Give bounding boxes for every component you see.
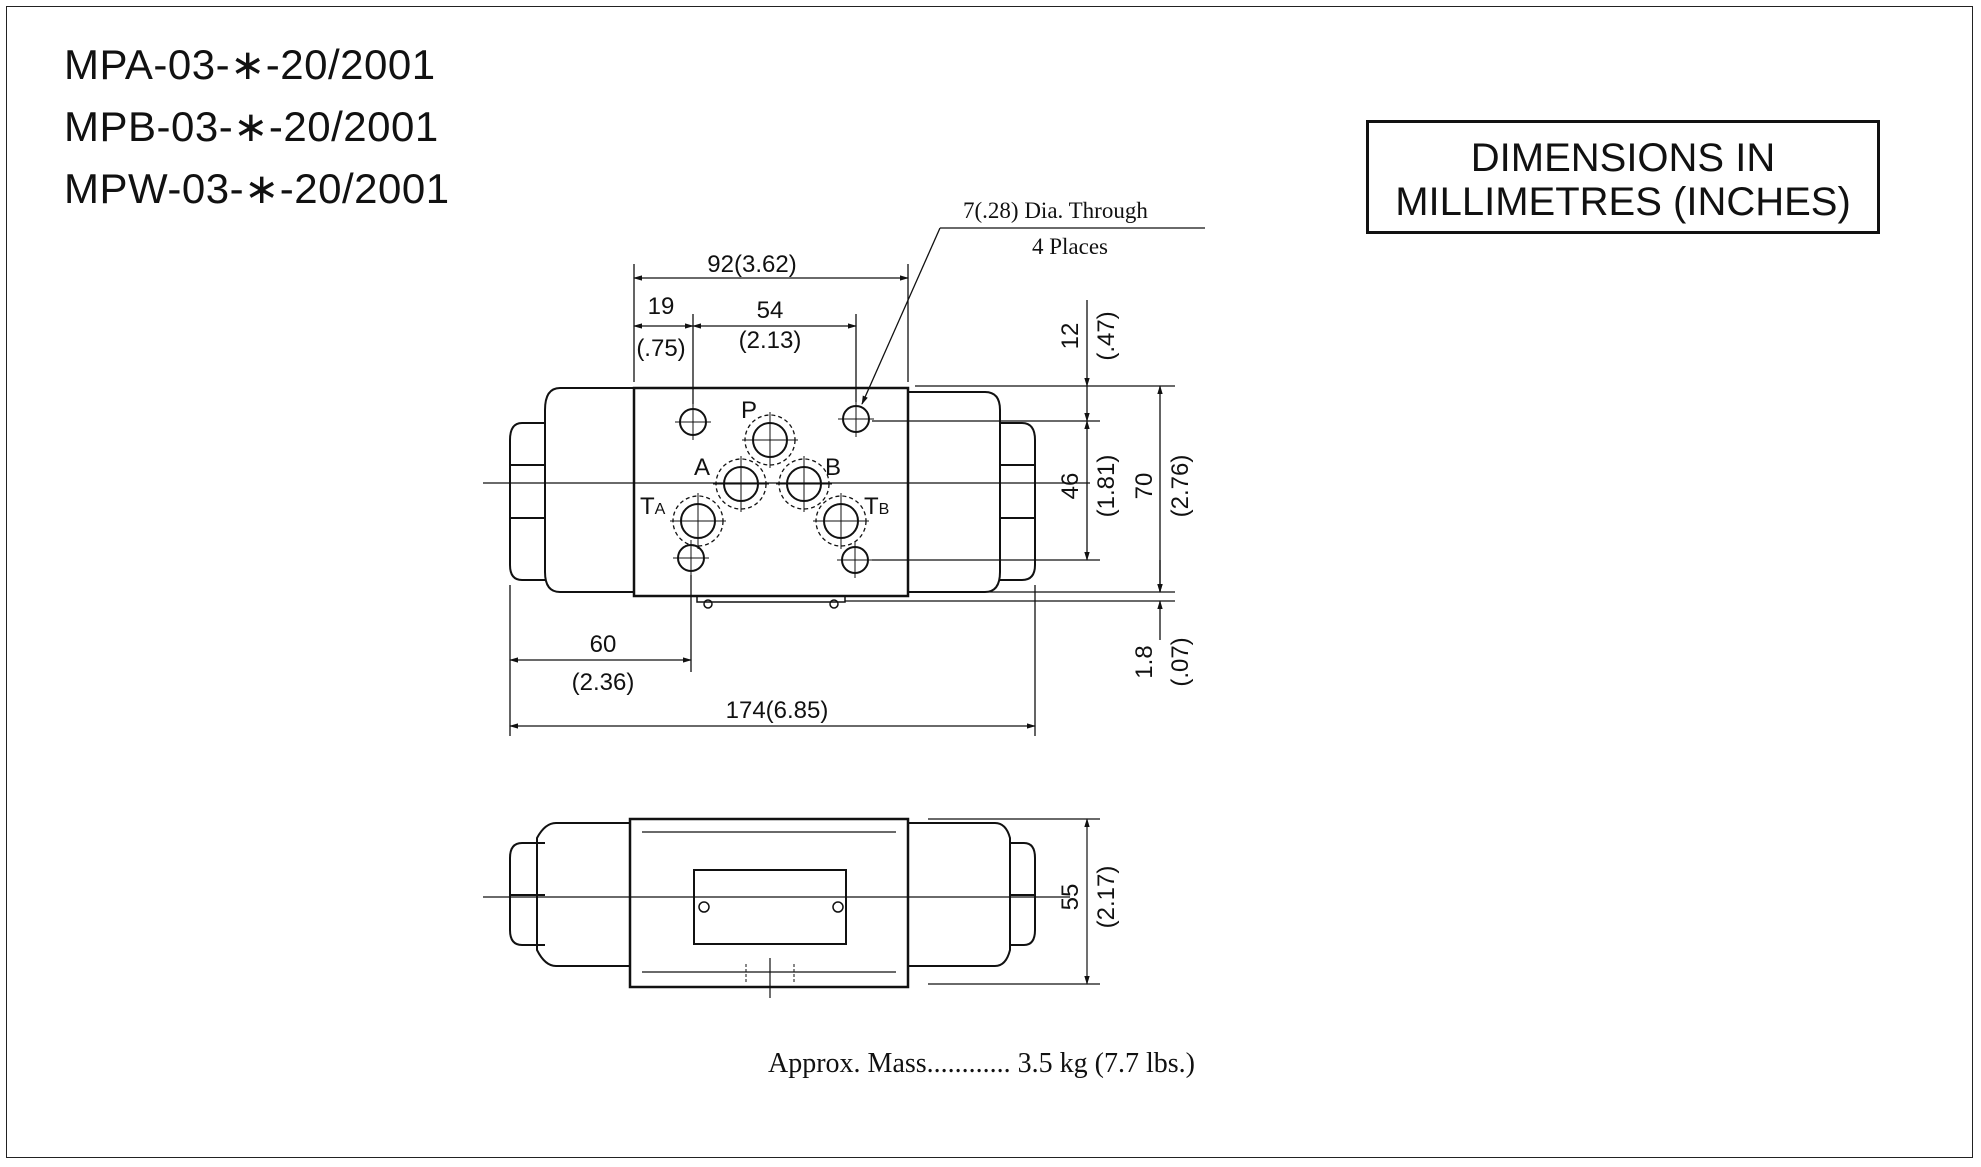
dim-hole-offset: 19 [648, 293, 675, 320]
port-b-label: B [825, 454, 841, 481]
port-tb-label: TB [864, 493, 889, 520]
top-view-dimension-lines [509, 264, 1175, 736]
dim-base-thickness: 1.8 [1131, 645, 1158, 678]
dim-left-to-hole: 60 [590, 631, 617, 658]
model-number-2: MPB-03-∗-20/2001 [64, 103, 439, 150]
left-solenoid-top [544, 387, 634, 593]
dim-body-width: 92(3.62) [707, 251, 796, 278]
model-number-3: MPW-03-∗-20/2001 [64, 165, 450, 212]
base-plate [696, 595, 846, 603]
model-number-1: MPA-03-∗-20/2001 [64, 41, 436, 88]
approx-mass-note: Approx. Mass............ 3.5 kg (7.7 lbs… [768, 1048, 1195, 1079]
dim-body-height-in: (2.76) [1167, 455, 1194, 518]
right-nut-top [1000, 422, 1036, 581]
dim-side-height-in: (2.17) [1093, 866, 1120, 929]
right-solenoid-top [908, 391, 1001, 593]
units-note-line2: MILLIMETRES (INCHES) [1395, 180, 1851, 224]
dim-side-height: 55 [1057, 884, 1084, 911]
dim-hole-pitch: 54 [757, 297, 784, 324]
dim-top-offset-in: (.47) [1093, 311, 1120, 360]
units-note-line1: DIMENSIONS IN [1470, 136, 1776, 180]
dim-body-height: 70 [1131, 473, 1158, 500]
left-solenoid-side [536, 822, 630, 967]
dim-hole-offset-in: (.75) [636, 335, 685, 362]
dim-hole-vertical-pitch-in: (1.81) [1093, 455, 1120, 518]
valve-body-side [628, 817, 910, 989]
dim-hole-pitch-in: (2.13) [739, 327, 802, 354]
right-solenoid-side [908, 822, 1011, 967]
hole-note-line1: 7(.28) Dia. Through [963, 198, 1148, 223]
side-view [509, 817, 1036, 989]
dim-base-thickness-in: (.07) [1167, 637, 1194, 686]
dim-overall-length: 174(6.85) [726, 697, 829, 724]
port-a-label: A [694, 454, 710, 481]
mounting-holes [677, 405, 870, 574]
name-plate [693, 869, 847, 945]
hole-note-line2: 4 Places [1032, 234, 1108, 259]
left-nut-top [509, 422, 545, 581]
port-p-label: P [741, 397, 757, 424]
dim-top-offset: 12 [1057, 323, 1084, 350]
top-view [509, 386, 1036, 609]
units-note-box: DIMENSIONS IN MILLIMETRES (INCHES) [1366, 120, 1880, 234]
dim-left-to-hole-in: (2.36) [572, 669, 635, 696]
hole-note-leader [861, 227, 1205, 405]
dim-hole-vertical-pitch: 46 [1057, 473, 1084, 500]
port-ta-label: TA [640, 493, 666, 520]
